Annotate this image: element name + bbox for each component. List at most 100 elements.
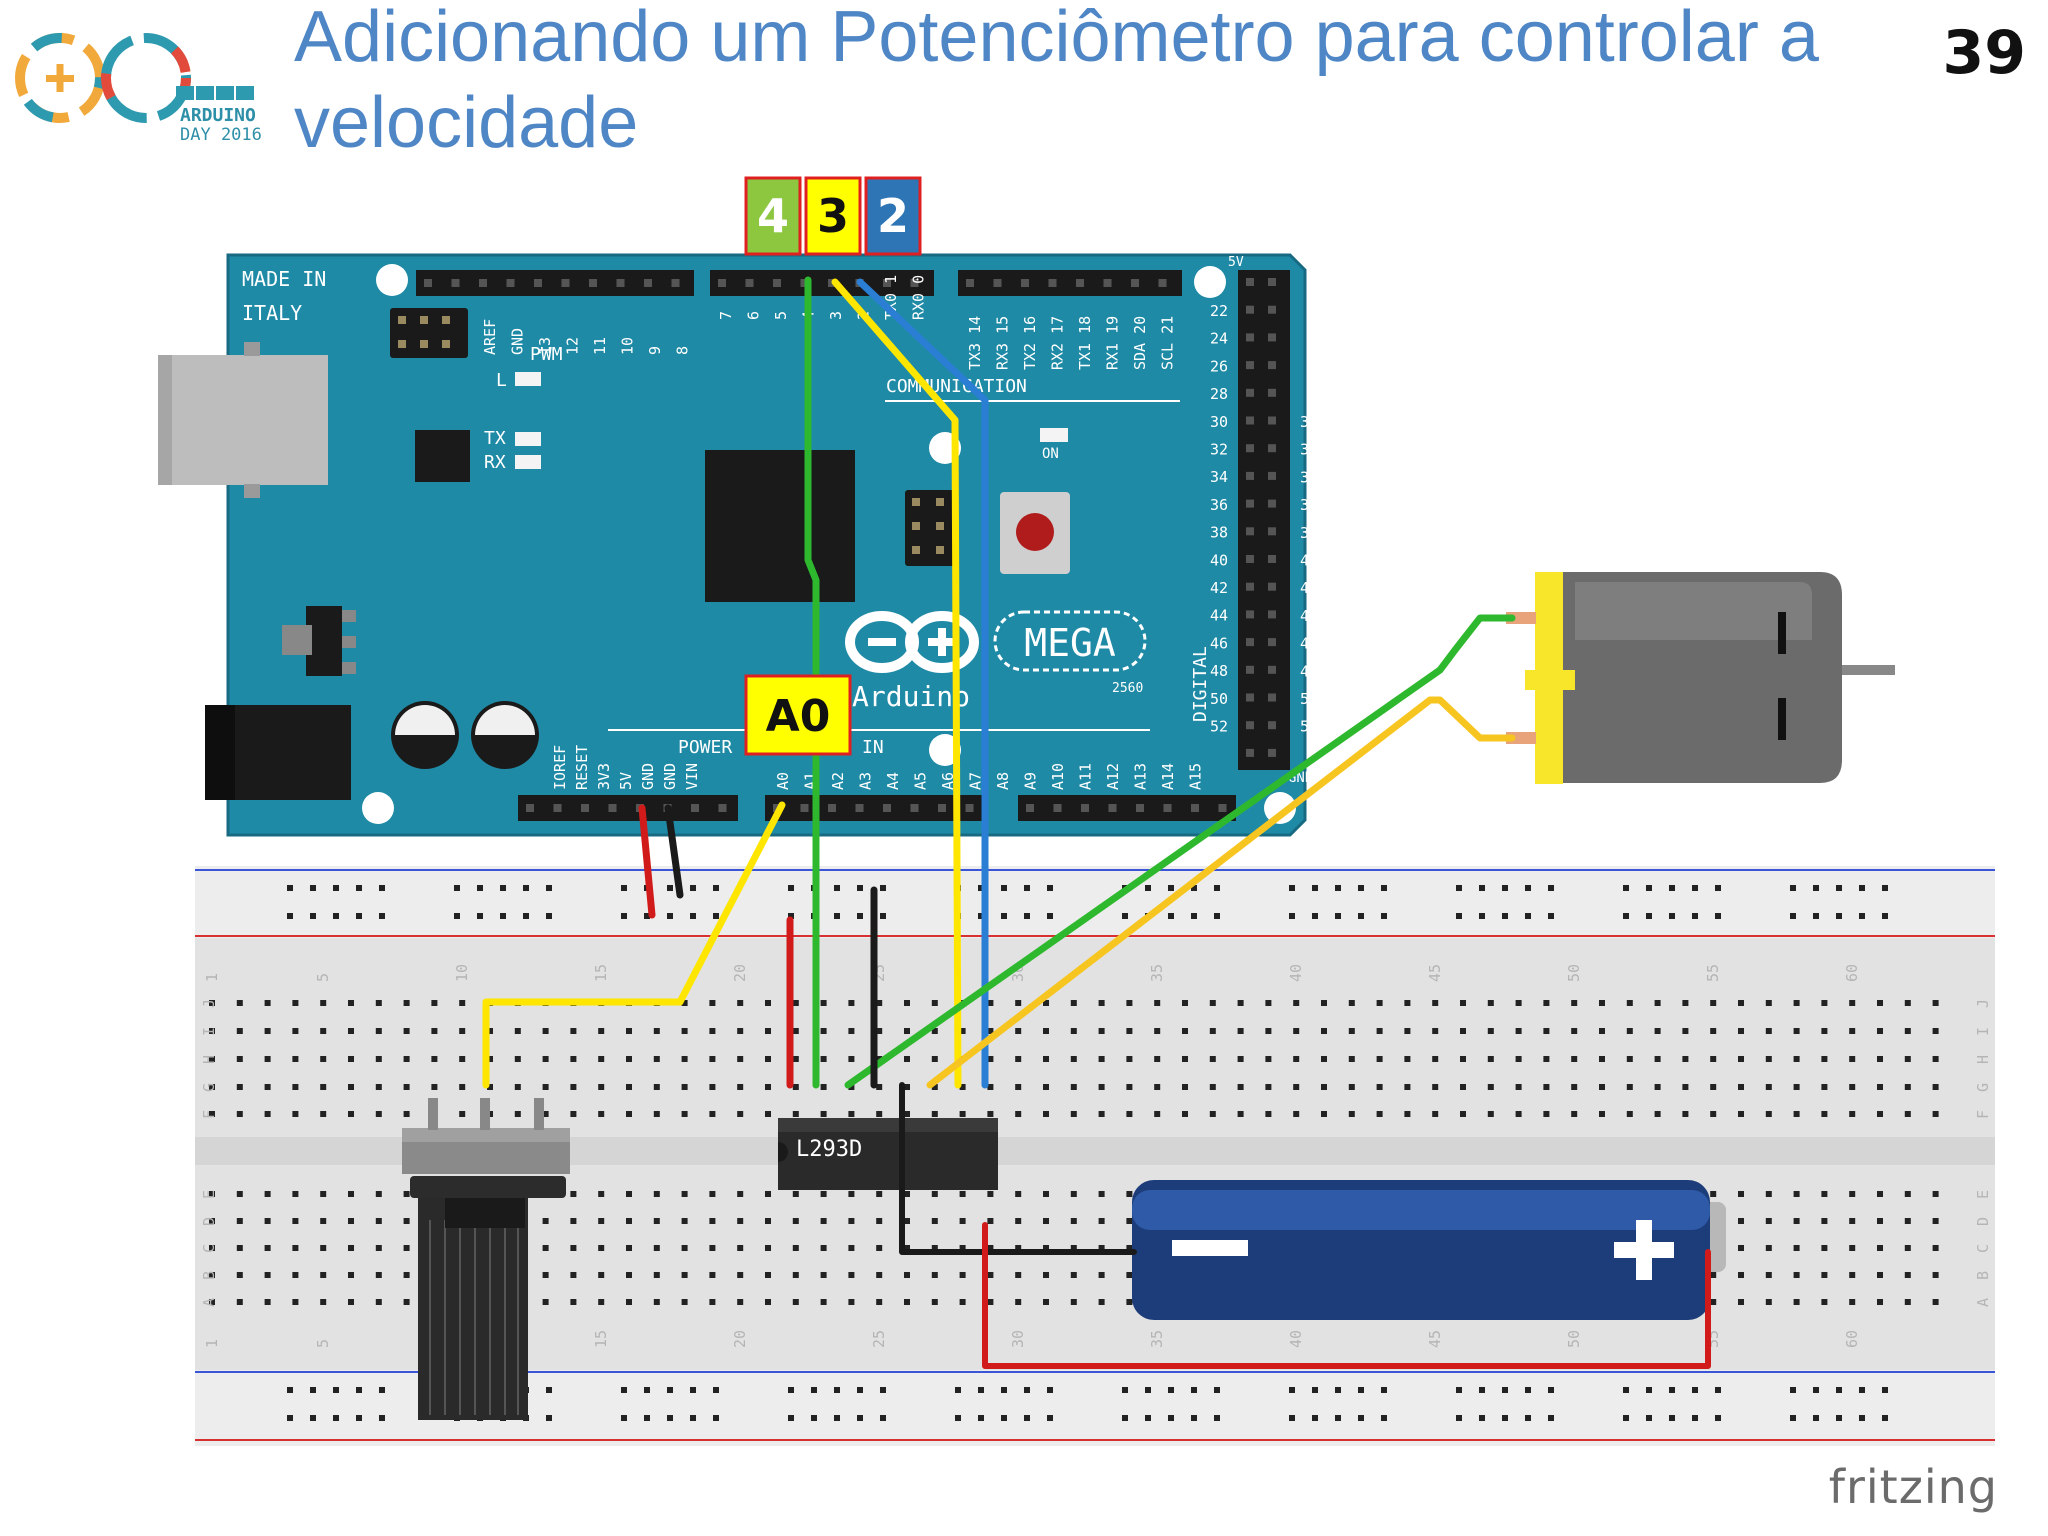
analog-pin-label: A15 [1187,763,1205,790]
row-letter: G [1974,1083,1992,1092]
row-letter: H [200,1055,218,1064]
analog-pin-label: A2 [829,772,847,790]
power-pin-label: IOREF [551,745,569,790]
right-pin-label: 50 [1210,690,1228,708]
svg-text:4: 4 [757,189,789,243]
column-number: 50 [1565,964,1583,982]
comm-pin-label: SCL 21 [1159,316,1177,370]
top-pin-label: GND [509,328,527,355]
column-number: 45 [1426,1330,1444,1348]
logo-symbols-icon [176,86,254,100]
right-pin-label: 40 [1210,551,1228,569]
right-pin-label: 45 [1300,607,1318,625]
slide-title: Adicionando um Potenciômetro para contro… [294,0,1819,163]
right-pin-label: 22 [1210,302,1228,320]
svg-text:2: 2 [877,189,909,243]
right-pin-label: 39 [1300,524,1318,542]
wire-green-motor [844,614,1516,1089]
column-number: 35 [1148,964,1166,982]
column-number: 20 [731,964,749,982]
infinity-logo-icon [15,33,191,123]
wire-black-battery [899,1082,1137,1255]
row-letter: J [1974,999,1992,1008]
l293d-chip: L293D [778,1118,998,1190]
slide-number: 39 [1942,18,2027,88]
arduino-infinity-icon [845,611,979,673]
top-pin-label: 8 [674,346,692,355]
row-letter: D [200,1217,218,1226]
column-number: 50 [1565,1330,1583,1348]
usb-port [158,355,328,485]
top-pin-label: 9 [646,346,664,355]
analog-in-label: IN [862,737,884,758]
right-pin-label: 24 [1210,330,1228,348]
arduino-mega-board: MEGA 2560 Arduino MADE IN ITALY PWM L TX… [158,253,1318,837]
right-pin-label: 51 [1300,690,1318,708]
right-pin-label: 34 [1210,468,1228,486]
analog-pin-label: A14 [1159,763,1177,790]
board-model: MEGA [1024,621,1116,665]
top-pin-label: 10 [619,337,637,355]
top-pin-label: 11 [591,337,609,355]
top-pin-label: AREF [481,319,499,355]
column-number: 15 [592,1330,610,1348]
comm-pin-label: TX2 16 [1021,316,1039,370]
column-number: 5 [314,973,332,982]
analog-pin-label: A0 [774,772,792,790]
chip-label: L293D [796,1137,862,1162]
board-model-number: 2560 [1112,681,1143,696]
fritzing-watermark: fritzing [1828,1460,1998,1514]
pin-label-2: 2 [864,176,922,256]
svg-text:A0: A0 [766,691,831,742]
row-letter: F [200,1110,218,1119]
top-pin-label: 5 [772,311,790,320]
power-label: POWER [678,737,732,758]
top-pin-label: 7 [717,311,735,320]
right-pin-label: 44 [1210,607,1228,625]
capacitors [391,701,539,769]
analog-pin-label: A9 [1022,772,1040,790]
row-letter: I [200,1027,218,1036]
column-number: 1 [203,973,221,982]
top-pin-label: 3 [827,311,845,320]
row-letter: H [1974,1055,1992,1064]
fivev-label: 5V [1228,255,1244,270]
wire-red-5v [638,804,656,919]
row-letter: F [1974,1110,1992,1119]
right-pin-label: 28 [1210,385,1228,403]
column-number: 25 [870,1330,888,1348]
column-number: 20 [731,1330,749,1348]
pin-label-a0: A0 [744,674,852,756]
wires [482,276,1711,1369]
comm-pin-label: RX3 15 [994,316,1012,370]
top-pin-label: 12 [564,337,582,355]
row-letter: E [1974,1190,1992,1199]
analog-pin-label: A10 [1049,763,1067,790]
column-number: 60 [1843,1330,1861,1348]
right-pin-label: 38 [1210,524,1228,542]
rx-label: RX [484,452,506,473]
digital-label: DIGITAL [1190,646,1211,722]
right-pin-label: 31 [1300,413,1318,431]
analog-pin-label: A6 [939,772,957,790]
analog-pin-label: A12 [1104,763,1122,790]
row-letter: A [1974,1298,1992,1307]
right-pin-label: 46 [1210,634,1228,652]
column-number: 40 [1287,1330,1305,1348]
column-number: 45 [1426,964,1444,982]
power-pin-label: 3V3 [595,763,613,790]
analog-pin-label: A11 [1077,763,1095,790]
row-letter: C [200,1244,218,1253]
column-number: 55 [1704,964,1722,982]
wire-yellow-a0 [482,801,786,1089]
dc-motor [1506,572,1895,784]
row-letter: E [200,1190,218,1199]
row-letter: B [200,1271,218,1280]
potentiometer [402,1098,570,1420]
right-pin-label: 47 [1300,635,1318,653]
right-pin-label: 42 [1210,579,1228,597]
comm-pin-label: TX3 14 [966,316,984,370]
board-brand: Arduino [852,680,970,713]
led-l-label: L [496,370,507,391]
